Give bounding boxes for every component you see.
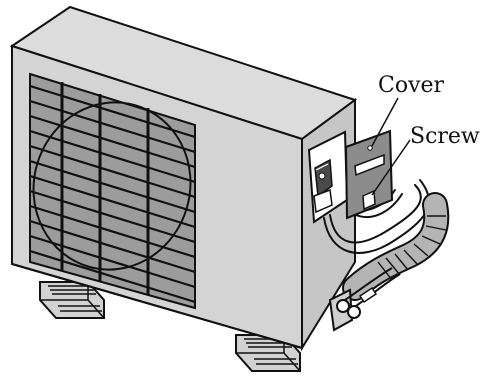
cover-label: Cover	[378, 73, 445, 98]
screw-label: Screw	[410, 124, 480, 149]
cover-plate	[346, 131, 392, 218]
